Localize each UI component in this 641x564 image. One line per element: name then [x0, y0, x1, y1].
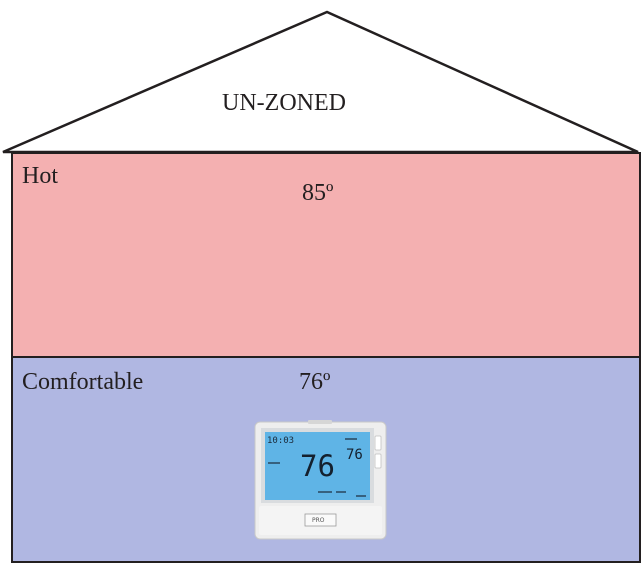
thermostat-brand-plate — [304, 513, 337, 527]
thermostat: 10:03 76 76 PRO — [254, 420, 387, 540]
lcd-indicator — [268, 462, 280, 464]
thermostat-set-temp: 76 — [346, 447, 363, 463]
roof: UN-ZONED — [2, 10, 639, 154]
thermostat-down-button — [374, 453, 382, 469]
lcd-indicator — [318, 491, 332, 493]
roof-outline — [2, 10, 639, 154]
comfortable-room-label: Comfortable — [22, 369, 143, 395]
thermostat-top-notch — [308, 420, 332, 424]
comfortable-room-temperature: 76º — [299, 369, 331, 395]
thermostat-indoor-temp: 76 — [300, 449, 335, 483]
thermostat-time: 10:03 — [267, 436, 294, 446]
hot-room: Hot 85º — [11, 152, 641, 358]
lcd-indicator — [336, 491, 346, 493]
thermostat-lcd — [265, 432, 370, 500]
thermostat-brand: PRO — [312, 517, 325, 524]
hot-room-temperature: 85º — [302, 180, 334, 206]
roof-label: UN-ZONED — [222, 90, 346, 116]
thermostat-up-button — [374, 435, 382, 451]
hot-room-label: Hot — [22, 163, 58, 189]
hot-room-fill — [11, 152, 641, 358]
lcd-indicator — [345, 438, 357, 440]
lcd-indicator — [356, 495, 366, 497]
